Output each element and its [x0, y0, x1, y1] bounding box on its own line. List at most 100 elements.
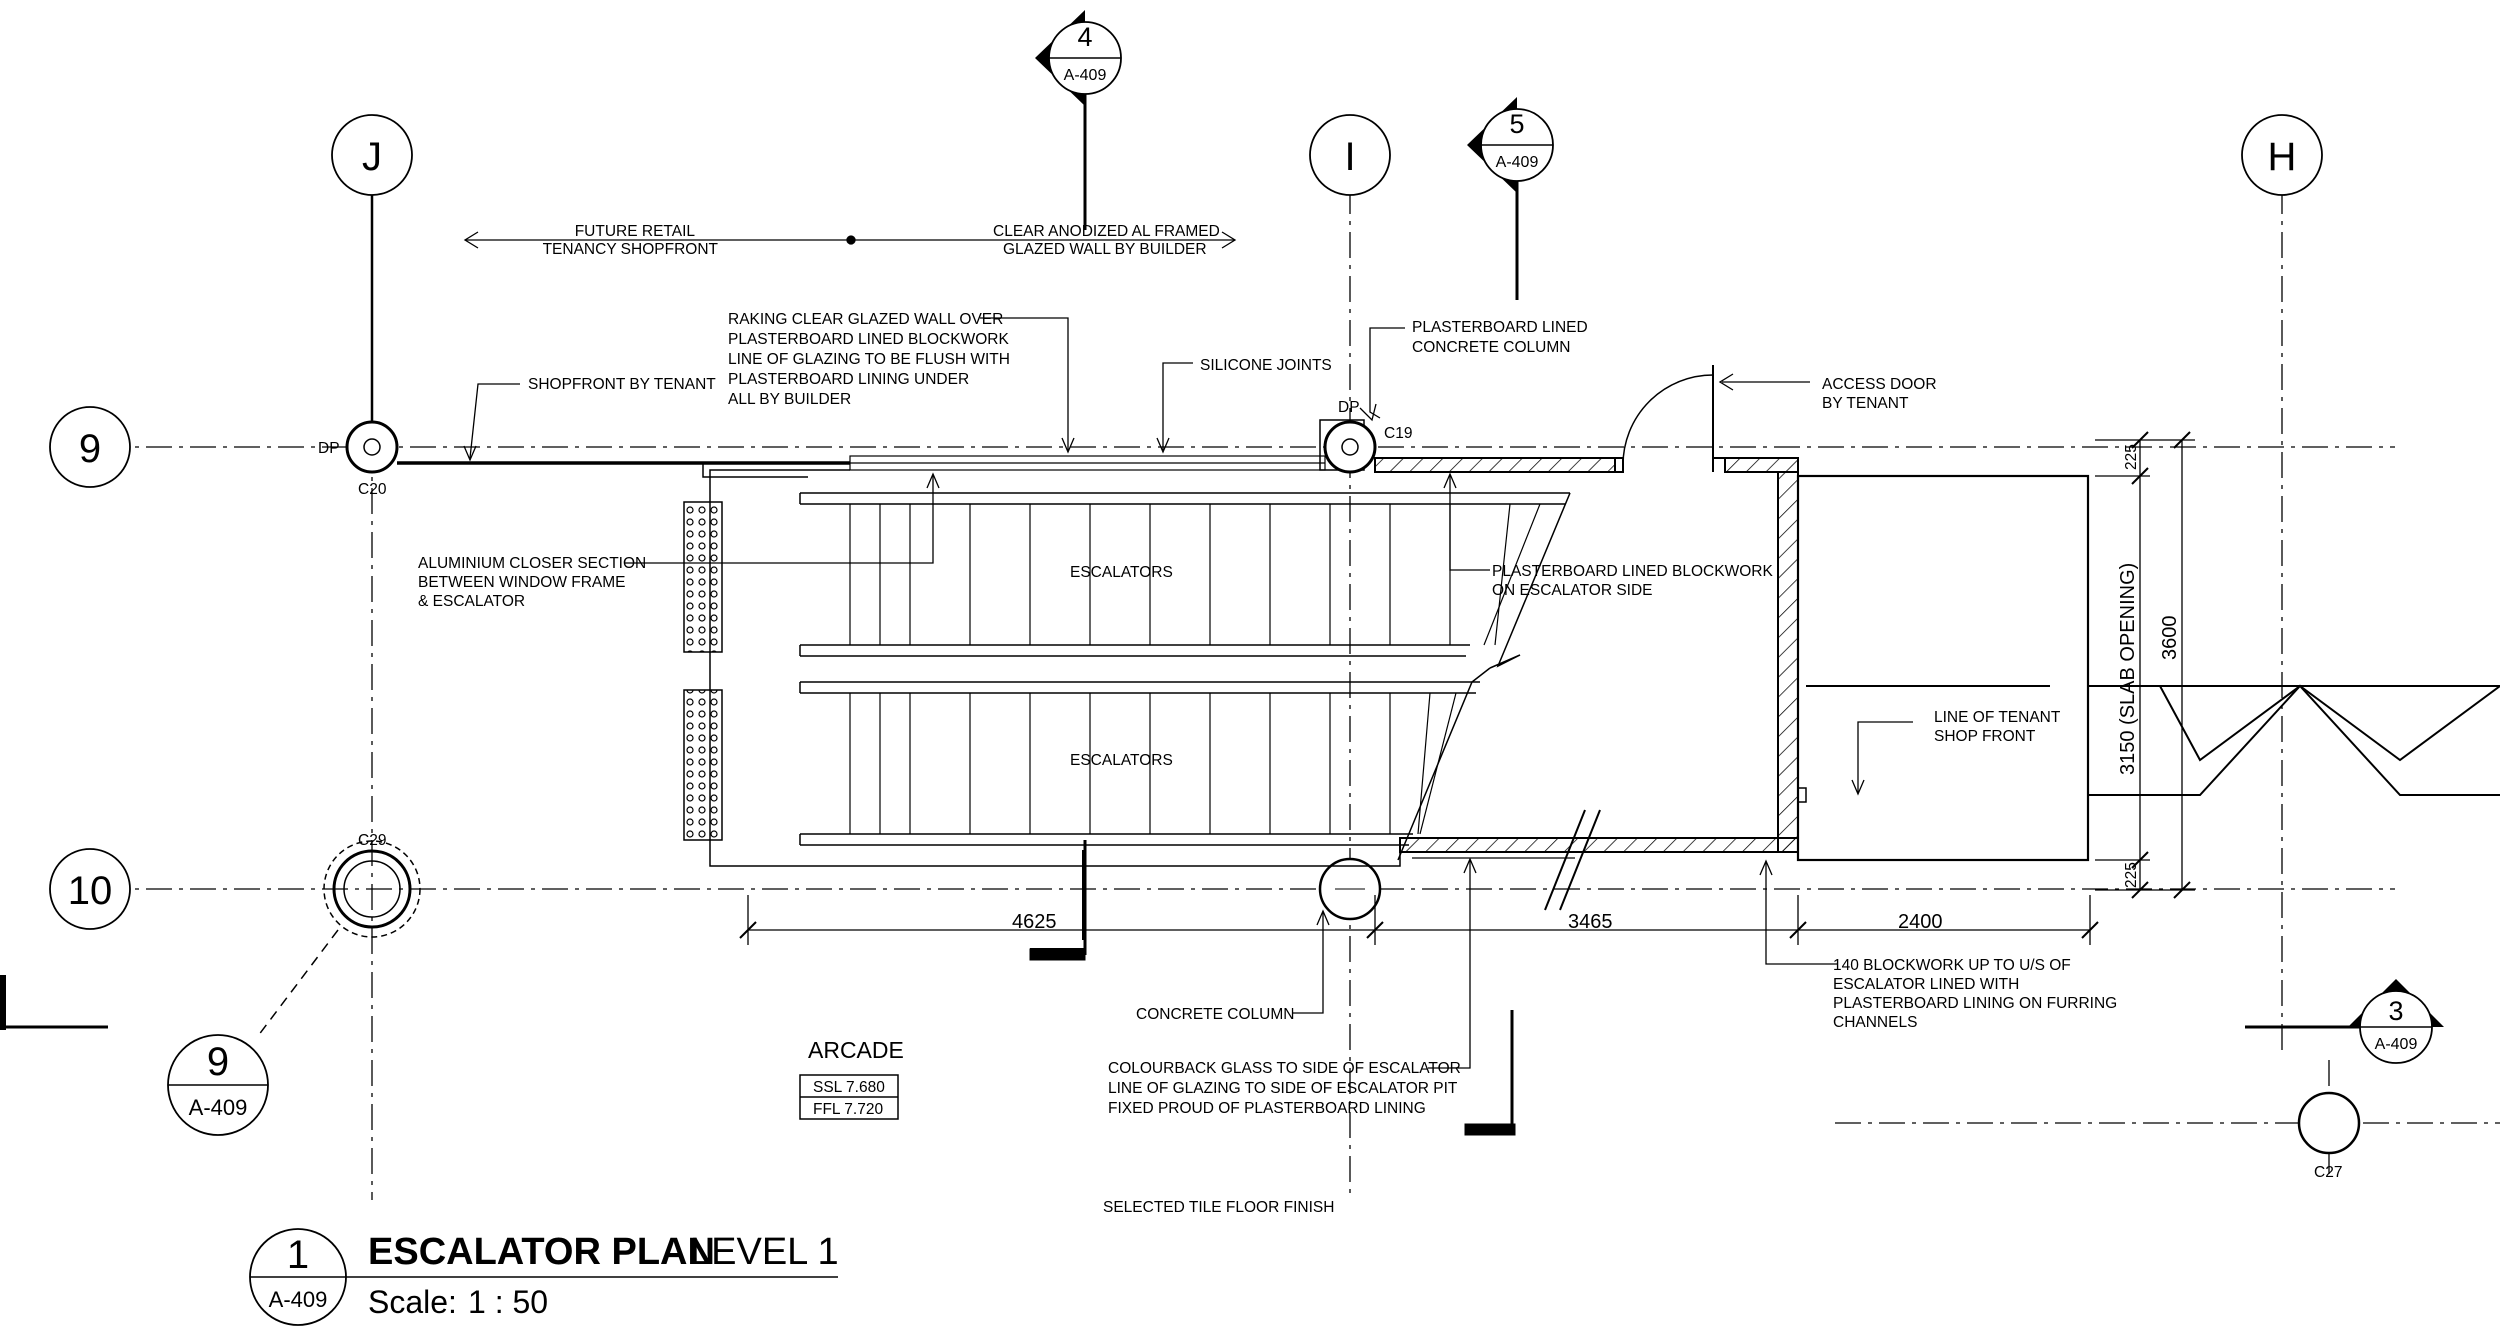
escalator-top-label: ESCALATORS: [1070, 564, 1173, 581]
grid-bubble-h: H: [2241, 114, 2323, 196]
detail-marker-9: 9 A-409: [167, 929, 339, 1136]
svg-text:BETWEEN WINDOW FRAME: BETWEEN WINDOW FRAME: [418, 574, 626, 591]
tactile-indicators: [683, 501, 723, 841]
dimension-lines: [739, 431, 2195, 945]
note-future-retail: FUTURE RETAIL TENANCY SHOPFRONT: [543, 223, 719, 258]
dimension-3600: 3600: [2159, 616, 2181, 661]
svg-text:ALL BY BUILDER: ALL BY BUILDER: [728, 391, 851, 408]
section-marker-3: 3 A-409: [2245, 979, 2444, 1064]
column-c19-label: C19: [1384, 425, 1412, 442]
svg-text:& ESCALATOR: & ESCALATOR: [418, 593, 525, 610]
note-plasterboard-blockwork: PLASTERBOARD LINED BLOCKWORK ON ESCALATO…: [1492, 563, 1773, 599]
svg-text:ESCALATOR LINED WITH: ESCALATOR LINED WITH: [1833, 976, 2019, 993]
svg-text:PLASTERBOARD LINED BLOCKWORK: PLASTERBOARD LINED BLOCKWORK: [728, 331, 1009, 348]
note-aluminium-closer: ALUMINIUM CLOSER SECTION BETWEEN WINDOW …: [418, 555, 646, 610]
column-c20-dp-label: DP: [318, 440, 340, 457]
title-escalator-plan: ESCALATOR PLAN: [368, 1231, 715, 1273]
scale-label: Scale:: [368, 1284, 457, 1320]
note-access-door: ACCESS DOOR BY TENANT: [1822, 376, 1937, 412]
section-4-number: 4: [1077, 22, 1092, 52]
shopfront-line: [397, 461, 850, 478]
svg-text:CONCRETE COLUMN: CONCRETE COLUMN: [1412, 339, 1570, 356]
svg-text:CLEAR ANODIZED AL FRAMED: CLEAR ANODIZED AL FRAMED: [993, 223, 1220, 240]
svg-text:PLASTERBOARD LINING ON FURRING: PLASTERBOARD LINING ON FURRING: [1833, 995, 2117, 1012]
leader-lines: [463, 231, 1913, 1069]
svg-text:COLOURBACK GLASS TO SIDE OF ES: COLOURBACK GLASS TO SIDE OF ESCALATOR: [1108, 1060, 1461, 1077]
note-line-of-tenant: LINE OF TENANT SHOP FRONT: [1934, 709, 2061, 745]
section-3-number: 3: [2388, 996, 2403, 1026]
svg-text:FIXED PROUD OF PLASTERBOARD LI: FIXED PROUD OF PLASTERBOARD LINING: [1108, 1100, 1426, 1117]
grid-label-h: H: [2268, 135, 2297, 179]
dimension-225-top: 225: [2123, 444, 2140, 470]
svg-text:ACCESS DOOR: ACCESS DOOR: [1822, 376, 1937, 393]
title-sheet-ref: A-409: [269, 1287, 328, 1312]
detail-9-sheet: A-409: [189, 1095, 248, 1120]
note-140-blockwork: 140 BLOCKWORK UP TO U/S OF ESCALATOR LIN…: [1833, 957, 2117, 1031]
svg-text:RAKING CLEAR GLAZED WALL OVER: RAKING CLEAR GLAZED WALL OVER: [728, 311, 1003, 328]
arcade-label-block: ARCADE SSL 7.680 FFL 7.720: [799, 1037, 904, 1120]
svg-text:FUTURE RETAIL: FUTURE RETAIL: [575, 223, 696, 240]
note-clear-anodized: CLEAR ANODIZED AL FRAMED GLAZED WALL BY …: [993, 223, 1220, 258]
svg-text:BY TENANT: BY TENANT: [1822, 395, 1909, 412]
dimension-3150-slab-opening: 3150 (SLAB OPENING): [2117, 563, 2139, 775]
svg-text:TENANCY SHOPFRONT: TENANCY SHOPFRONT: [543, 241, 719, 258]
note-concrete-column: CONCRETE COLUMN: [1136, 1006, 1294, 1023]
svg-text:CHANNELS: CHANNELS: [1833, 1014, 1917, 1031]
svg-text:LINE OF GLAZING TO SIDE OF ESC: LINE OF GLAZING TO SIDE OF ESCALATOR PIT: [1108, 1080, 1458, 1097]
escalator-bottom-steps: [879, 692, 1431, 835]
grid-bubble-10: 10: [49, 848, 131, 930]
svg-text:PLASTERBOARD LINING UNDER: PLASTERBOARD LINING UNDER: [728, 371, 969, 388]
break-line: [1544, 809, 1601, 911]
grid-bubble-i: I: [1309, 114, 1391, 196]
dimension-225-bottom: 225: [2123, 862, 2140, 888]
column-c19: DP C19: [1319, 399, 1412, 474]
title-number: 1: [287, 1233, 309, 1277]
column-c27: C27: [2297, 1091, 2361, 1181]
note-plasterboard-column: PLASTERBOARD LINED CONCRETE COLUMN: [1412, 319, 1588, 356]
note-colourback-glass: COLOURBACK GLASS TO SIDE OF ESCALATOR LI…: [1108, 1060, 1461, 1117]
title-block: 1 A-409 ESCALATOR PLAN LEVEL 1 Scale: 1 …: [249, 1228, 839, 1326]
grid-label-10: 10: [68, 869, 113, 913]
svg-text:LINE OF TENANT: LINE OF TENANT: [1934, 709, 2061, 726]
hatched-wall-top: [1374, 457, 1624, 473]
dimension-2400: 2400: [1898, 911, 1943, 933]
svg-text:SHOP FRONT: SHOP FRONT: [1934, 728, 2036, 745]
arcade-ssl: SSL 7.680: [813, 1079, 885, 1096]
section-4-sheet: A-409: [1064, 67, 1107, 84]
svg-text:ON ESCALATOR SIDE: ON ESCALATOR SIDE: [1492, 582, 1653, 599]
grid-label-9: 9: [79, 427, 101, 471]
grid-label-i: I: [1344, 135, 1355, 179]
arcade-ffl: FFL 7.720: [813, 1101, 883, 1118]
escalator-bottom-label: ESCALATORS: [1070, 752, 1173, 769]
detail-9-number: 9: [207, 1040, 229, 1084]
svg-text:PLASTERBOARD LINED BLOCKWORK: PLASTERBOARD LINED BLOCKWORK: [1492, 563, 1773, 580]
section-5-sheet: A-409: [1496, 154, 1539, 171]
column-concrete-bottom: [1318, 857, 1382, 921]
slab-opening: [1796, 474, 2090, 862]
section-5-number: 5: [1509, 109, 1524, 139]
escalator-top-steps: [879, 503, 1511, 646]
svg-text:LINE OF GLAZING TO BE FLUSH WI: LINE OF GLAZING TO BE FLUSH WITH: [728, 351, 1010, 368]
tenant-shopfront-line: [1806, 684, 2500, 796]
column-c19-dp-label: DP: [1338, 399, 1360, 416]
section-3-sheet: A-409: [2375, 1036, 2418, 1053]
svg-text:ALUMINIUM CLOSER SECTION: ALUMINIUM CLOSER SECTION: [418, 555, 646, 572]
escalator-outline: [709, 469, 1401, 867]
column-c27-label: C27: [2314, 1164, 2342, 1181]
note-shopfront-by-tenant: SHOPFRONT BY TENANT: [528, 376, 716, 393]
column-c20-label: C20: [358, 481, 387, 498]
dimension-4625: 4625: [1012, 911, 1057, 933]
grid-bubble-9: 9: [49, 406, 131, 488]
column-c29: C29: [323, 832, 421, 938]
note-raking-glazed-wall: RAKING CLEAR GLAZED WALL OVER PLASTERBOA…: [728, 311, 1010, 408]
arcade-label: ARCADE: [808, 1037, 904, 1063]
escalator-pit-walls: [1399, 457, 1807, 859]
note-silicone-joints: SILICONE JOINTS: [1200, 357, 1332, 374]
scale-value: 1 : 50: [468, 1284, 548, 1320]
title-level: LEVEL 1: [690, 1231, 839, 1273]
escalator-top: [799, 492, 1571, 669]
dimension-3465: 3465: [1568, 911, 1613, 933]
column-c20: DP C20: [318, 420, 399, 498]
column-c29-label: C29: [358, 832, 386, 849]
